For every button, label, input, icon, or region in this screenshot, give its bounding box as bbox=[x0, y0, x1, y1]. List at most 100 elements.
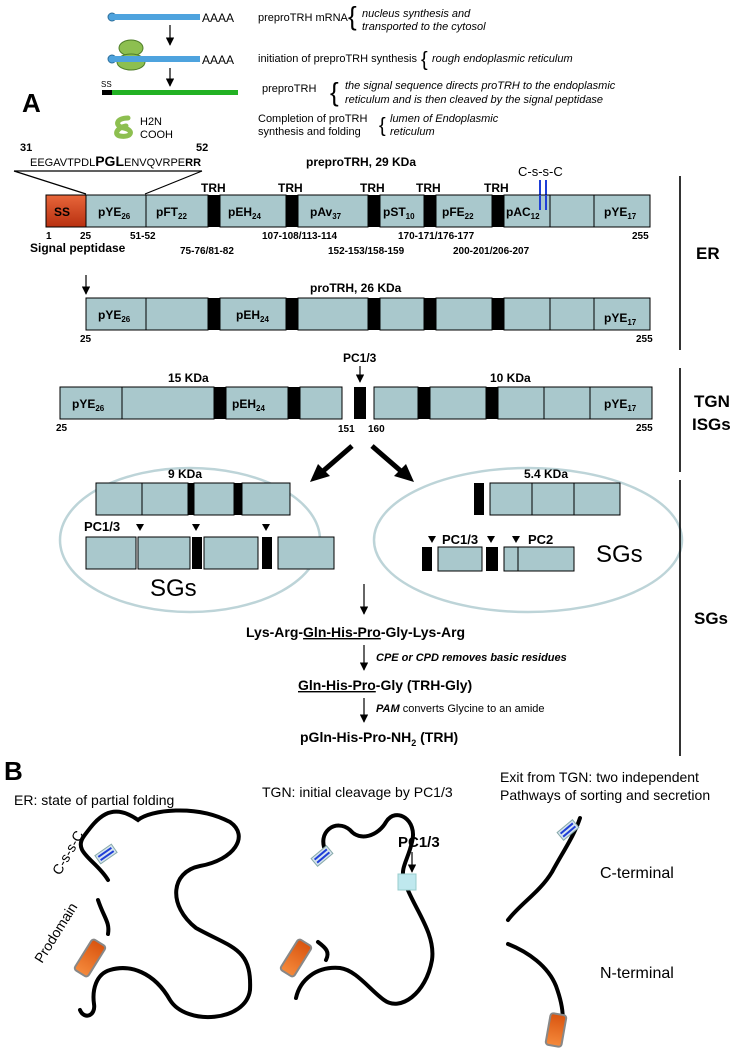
seq-bold: PGL bbox=[95, 153, 124, 169]
trh-block bbox=[368, 195, 380, 227]
trh-block bbox=[286, 298, 298, 330]
er-css-label: C-s-s-C bbox=[49, 828, 87, 878]
trh-label-4: TRH bbox=[416, 181, 441, 195]
panel-a: A 31 52 EEGAVTPDLPGLENVQVRPERR preproTRH… bbox=[13, 88, 731, 756]
label-tgn: TGN bbox=[694, 392, 730, 411]
prodomain-label: Prodomain bbox=[31, 900, 80, 966]
ss-label-small: SS bbox=[101, 80, 112, 89]
trh-block bbox=[422, 547, 432, 571]
kda54: 5.4 KDa bbox=[524, 467, 568, 481]
sgs-right: SGs bbox=[596, 541, 643, 568]
trh-block bbox=[486, 387, 498, 419]
segment-pav37 bbox=[297, 194, 369, 228]
cleave-marker bbox=[428, 536, 436, 543]
label-peh24: pEH24 bbox=[228, 205, 261, 221]
mrna-strand bbox=[114, 56, 200, 62]
segment-pye17 bbox=[593, 194, 651, 228]
cut-200: 200-201/206-207 bbox=[453, 246, 530, 257]
tgn-prodomain-icon bbox=[279, 938, 313, 978]
er-chain-tail bbox=[96, 898, 111, 936]
label-pft22: pFT22 bbox=[156, 205, 187, 221]
n-terminal-prodomain-icon bbox=[544, 1012, 568, 1048]
tgn-bar-right bbox=[373, 386, 653, 420]
seq-left: EEGAVTPDL bbox=[30, 157, 95, 169]
segment bbox=[503, 297, 551, 331]
prepro-label: preproTRH bbox=[262, 83, 316, 95]
ss-label: SS bbox=[54, 205, 70, 219]
signal-peptide-segment bbox=[45, 194, 87, 228]
sg-left-bottom-bar bbox=[85, 536, 335, 570]
trh-label-1: TRH bbox=[201, 181, 226, 195]
split-arrow-left bbox=[320, 444, 354, 474]
segment bbox=[297, 297, 369, 331]
pos-255: 255 bbox=[632, 231, 649, 242]
prepro-note-1: the signal sequence directs proTRH to th… bbox=[345, 80, 616, 92]
kda15: 15 KDa bbox=[168, 371, 209, 385]
segment bbox=[137, 536, 191, 570]
pc2-label: PC2 bbox=[528, 532, 553, 547]
label-sgs: SGs bbox=[694, 609, 728, 628]
segment bbox=[203, 536, 259, 570]
completion-label-1: Completion of proTRH bbox=[258, 113, 367, 125]
completion-note-2: reticulum bbox=[390, 126, 435, 138]
pam-note: PAM converts Glycine to an amide bbox=[376, 703, 545, 715]
segment bbox=[241, 482, 291, 516]
trh-block bbox=[424, 298, 436, 330]
trhgly-line: Gln-His-Pro-Gly (TRH-Gly) bbox=[298, 677, 472, 693]
segment-pft22 bbox=[145, 194, 209, 228]
peptide-line: Lys-Arg-Gln-His-Pro-Gly-Lys-Arg bbox=[246, 624, 465, 640]
er-prodomain-icon bbox=[73, 938, 107, 978]
label-pye17: pYE17 bbox=[604, 205, 637, 221]
cpe-note: CPE or CPD removes basic residues bbox=[376, 652, 567, 664]
segment bbox=[497, 386, 545, 420]
pro-pos-25: 25 bbox=[80, 334, 92, 345]
segment bbox=[85, 536, 137, 570]
tgn-pos-255: 255 bbox=[636, 423, 653, 434]
pos-25: 25 bbox=[80, 231, 92, 242]
cleave-marker bbox=[487, 536, 495, 543]
trh-core: Gln-His-Pro bbox=[303, 624, 381, 640]
seq-end: 52 bbox=[196, 142, 208, 154]
final-product: pGln-His-Pro-NH2 (TRH) bbox=[300, 729, 458, 748]
segment bbox=[145, 297, 209, 331]
protrh-bar bbox=[85, 297, 651, 331]
cleave-marker bbox=[192, 524, 200, 531]
trh-block bbox=[424, 195, 436, 227]
preprotrh-bar bbox=[45, 194, 651, 228]
tgn-pos-160: 160 bbox=[368, 424, 385, 435]
brace-icon: { bbox=[421, 49, 428, 71]
pro-label-pye17: pYE17 bbox=[604, 311, 637, 327]
segment bbox=[193, 482, 235, 516]
pos-1: 1 bbox=[46, 231, 52, 242]
segment bbox=[379, 297, 425, 331]
segment bbox=[85, 297, 147, 331]
panel-b: B ER: state of partial folding TGN: init… bbox=[4, 756, 710, 1048]
pro-label-pye26: pYE26 bbox=[98, 308, 131, 324]
tgn-disulfide-icon bbox=[310, 845, 334, 867]
segment bbox=[225, 386, 289, 420]
label-pfe22: pFE22 bbox=[442, 205, 474, 221]
protrh-title: proTRH, 26 KDa bbox=[310, 281, 402, 295]
split-arrow-right bbox=[370, 444, 404, 474]
pos-51-52: 51-52 bbox=[130, 231, 156, 242]
mrna-label: preproTRH mRNA bbox=[258, 12, 349, 24]
sequence-text: EEGAVTPDLPGLENVQVRPERR bbox=[30, 153, 201, 169]
segment bbox=[489, 482, 533, 516]
h2n-label: H2N bbox=[140, 116, 162, 128]
panel-a-letter: A bbox=[22, 88, 41, 118]
trh-block bbox=[492, 195, 504, 227]
trh-block bbox=[192, 537, 202, 569]
seq-pointer-right bbox=[144, 170, 203, 195]
init-label: initiation of preproTRH synthesis bbox=[258, 53, 417, 65]
trh-label-3: TRH bbox=[360, 181, 385, 195]
sgs-left: SGs bbox=[150, 575, 197, 602]
mrna-note-2: transported to the cytosol bbox=[362, 21, 486, 33]
pc13-right: PC1/3 bbox=[442, 532, 478, 547]
exit-title-2: Pathways of sorting and secretion bbox=[500, 787, 710, 803]
label-er: ER bbox=[696, 244, 720, 263]
trh-block bbox=[486, 547, 498, 571]
segment bbox=[549, 297, 595, 331]
label-pst10: pST10 bbox=[383, 205, 415, 221]
cut-170: 170-171/176-177 bbox=[398, 231, 475, 242]
